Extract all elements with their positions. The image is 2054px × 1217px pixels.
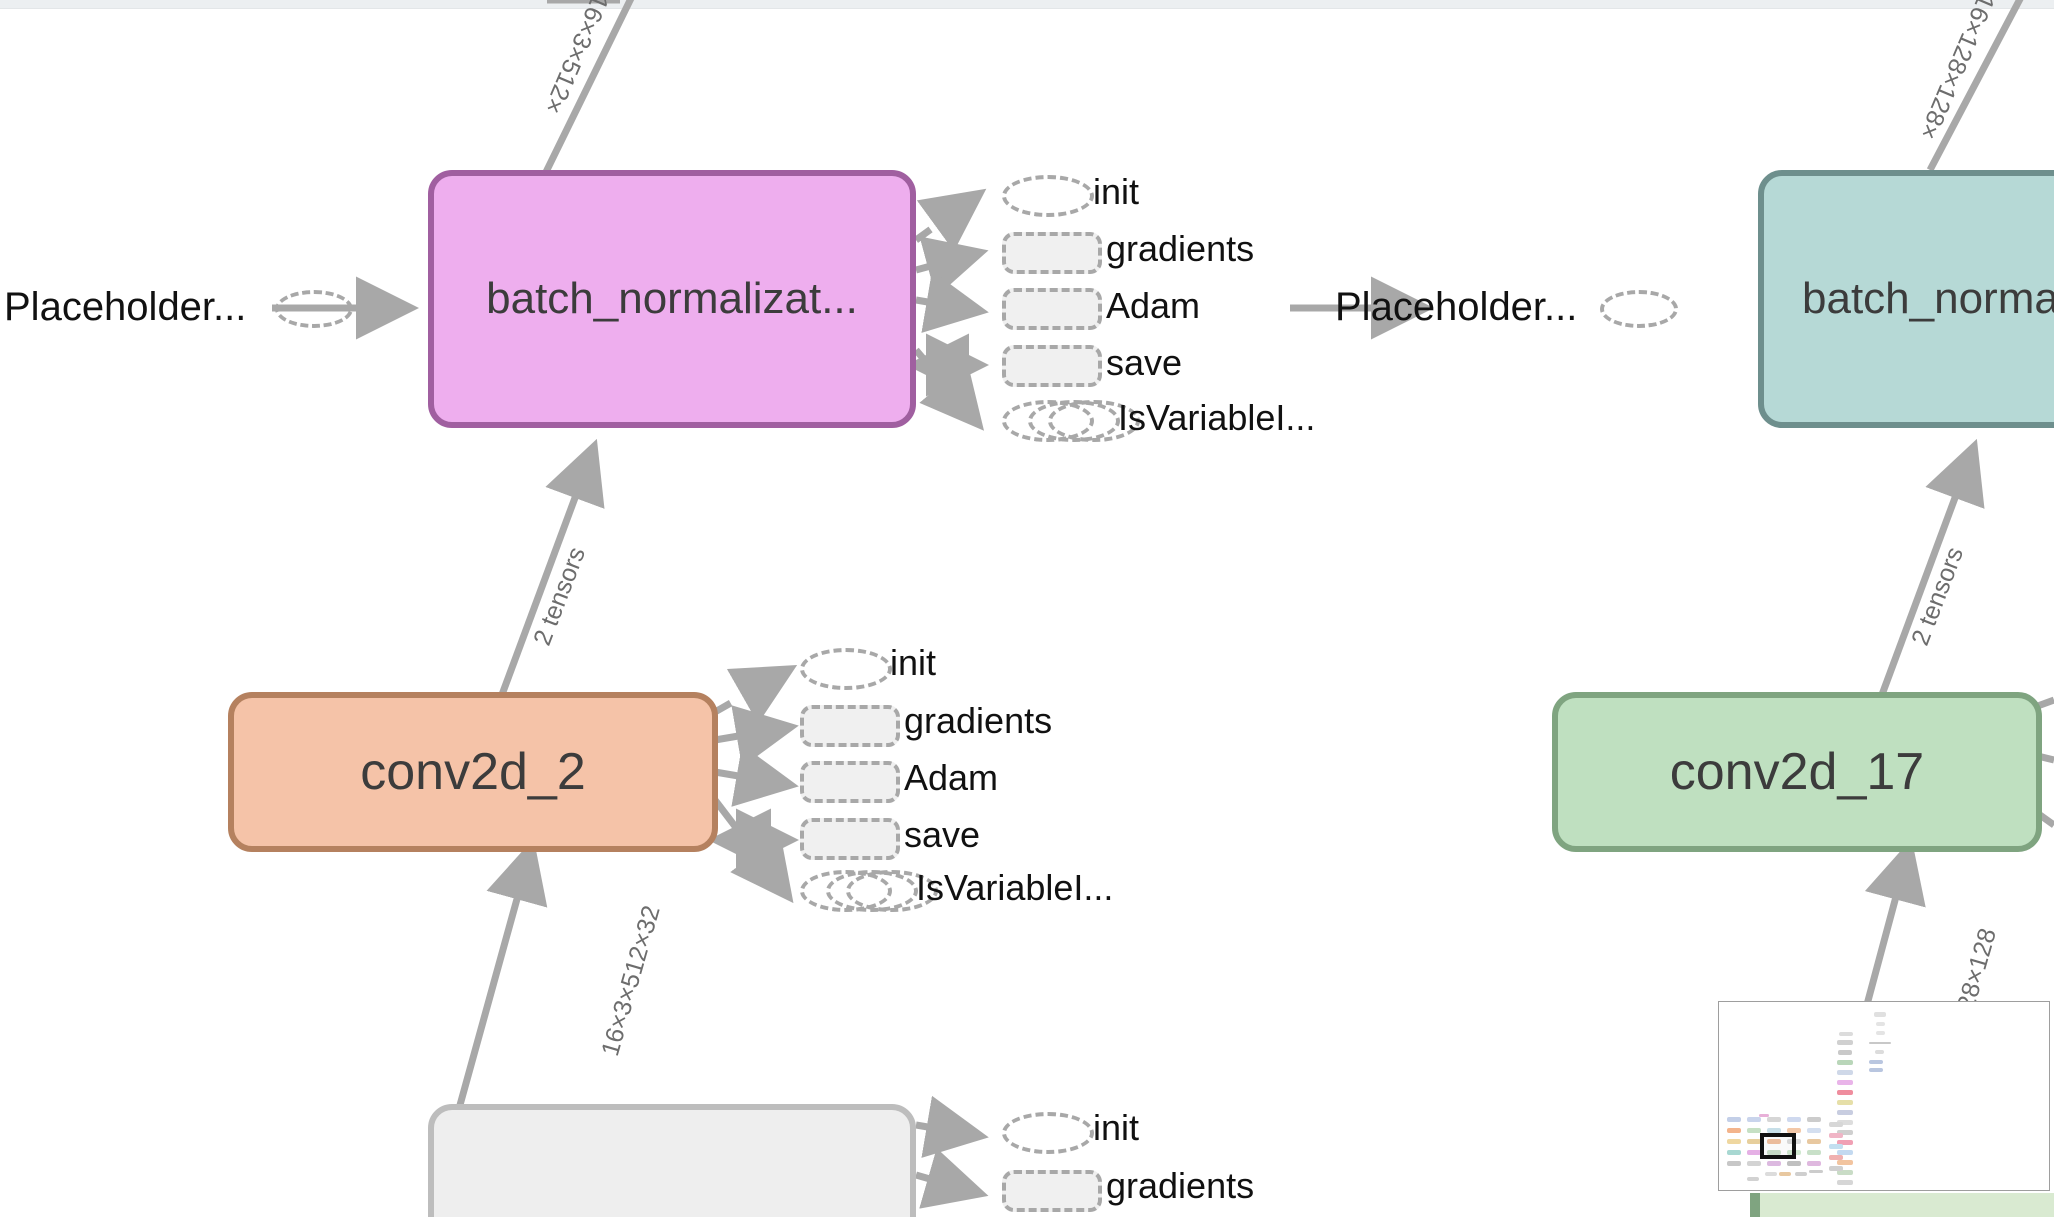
minimap-viewport-rect[interactable] <box>1760 1133 1796 1159</box>
node-gray-block[interactable] <box>428 1104 916 1217</box>
placeholder-node-right[interactable] <box>1600 290 1678 328</box>
node-conv2d-17[interactable]: conv2d_17 <box>1552 692 2042 852</box>
adam-stub-conv2d-2[interactable] <box>800 761 900 803</box>
isvariableinit-stub-conv2d-2-shadow2 <box>846 870 938 912</box>
graph-minimap[interactable] <box>1718 1001 2050 1191</box>
isvariableinit-stub-bn2-shadow2 <box>1048 400 1140 442</box>
gradients-stub-gray[interactable] <box>1002 1170 1102 1212</box>
save-stub-bn2[interactable] <box>1002 345 1102 387</box>
annotation-label-isvariableinit[interactable]: IsVariableI... <box>916 867 1114 908</box>
annotation-label-gradients[interactable]: gradients <box>1106 228 1255 269</box>
bottom-node-panel[interactable] <box>1750 1193 2054 1217</box>
node-batch-normalization-17[interactable]: batch_norma <box>1758 170 2054 428</box>
node-conv2d-2[interactable]: conv2d_2 <box>228 692 718 852</box>
placeholder-label-right[interactable]: Placeholder... <box>1335 285 1578 329</box>
annotation-label-init[interactable]: init <box>1093 1107 1140 1148</box>
node-label: conv2d_2 <box>360 743 586 801</box>
init-stub-bn2[interactable] <box>1002 175 1094 217</box>
annotation-label-init[interactable]: init <box>890 642 937 683</box>
init-stub-conv2d-2[interactable] <box>800 648 892 690</box>
minimap-canvas <box>1719 1002 2049 1190</box>
annotation-label-isvariableinit[interactable]: IsVariableI... <box>1118 397 1316 438</box>
annotation-label-gradients[interactable]: gradients <box>904 700 1053 741</box>
node-label: batch_normalizat... <box>486 274 858 323</box>
annotation-label-save[interactable]: save <box>1106 342 1183 383</box>
placeholder-label-left[interactable]: Placeholder... <box>4 285 247 329</box>
toolbar-strip <box>0 0 2054 9</box>
adam-stub-bn2[interactable] <box>1002 288 1102 330</box>
annotation-label-adam[interactable]: Adam <box>904 757 999 798</box>
annotation-label-init[interactable]: init <box>1093 171 1140 212</box>
node-label: batch_norma <box>1802 274 2054 323</box>
annotation-label-save[interactable]: save <box>904 814 981 855</box>
annotation-label-gradients[interactable]: gradients <box>1106 1165 1255 1206</box>
gradients-stub-bn2[interactable] <box>1002 232 1102 274</box>
init-stub-gray[interactable] <box>1002 1112 1094 1154</box>
node-label: conv2d_17 <box>1669 743 1925 801</box>
node-batch-normalization-2[interactable]: batch_normalizat... <box>428 170 916 428</box>
save-stub-conv2d-2[interactable] <box>800 818 900 860</box>
gradients-stub-conv2d-2[interactable] <box>800 705 900 747</box>
placeholder-node-left[interactable] <box>275 290 353 328</box>
annotation-label-adam[interactable]: Adam <box>1106 285 1201 326</box>
